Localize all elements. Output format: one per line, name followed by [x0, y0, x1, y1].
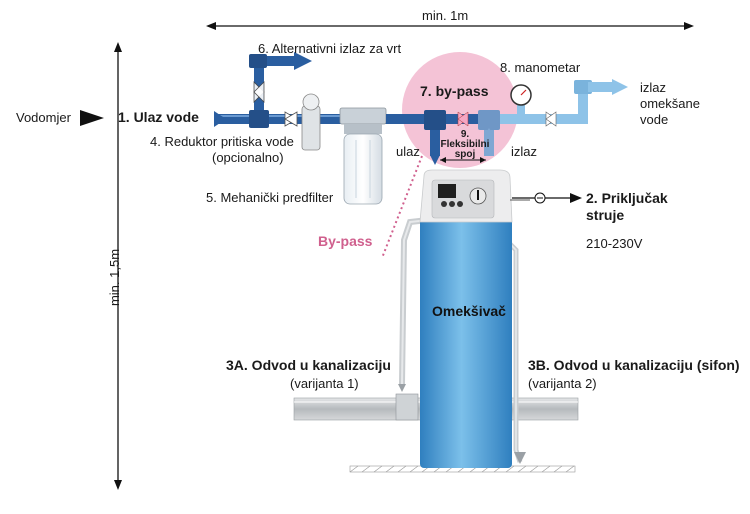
voltage-label: 210-230V [586, 236, 643, 251]
drain-3b-label: 3B. Odvod u kanalizaciju (sifon) [528, 357, 740, 373]
tee-fitting [249, 110, 269, 128]
mechanical-prefilter [339, 107, 387, 205]
drain-3a-variant: (varijanta 1) [290, 376, 359, 391]
softener-tank [419, 169, 530, 468]
manometer-label: 8. manometar [500, 60, 581, 75]
bypass-pink-label: By-pass [318, 233, 373, 249]
bypass-dotted-line [381, 155, 423, 259]
softener-outlet-label: izlaz [511, 144, 538, 159]
dimension-1-5m [114, 42, 122, 490]
flex-label-2: spoj [454, 149, 476, 160]
dimension-1m [206, 22, 694, 30]
soft-water-outlet-pipe [530, 79, 628, 127]
flex-label-1: Fleksibilni [440, 139, 490, 150]
garden-outlet-label: 6. Alternativni izlaz za vrt [258, 41, 402, 56]
inlet-pipe [214, 111, 434, 127]
power-label-1: 2. Priključak [586, 190, 668, 206]
pressure-reducer [284, 93, 321, 151]
reducer-label: 4. Reduktor pritiska vode [150, 134, 294, 149]
drain-hose-3a [395, 217, 429, 421]
manometer [510, 84, 532, 116]
power-connection [512, 192, 582, 204]
softener-label: Omekšivač [432, 303, 506, 319]
drain-3a-label: 3A. Odvod u kanalizaciju [226, 357, 391, 373]
prefilter-label: 5. Mehanički predfilter [206, 190, 334, 205]
power-label-2: struje [586, 207, 625, 223]
soft-water-outlet-label-1: izlaz [640, 80, 667, 95]
softener-inlet-label: ulaz [396, 144, 420, 159]
inlet-label: 1. Ulaz vode [118, 109, 199, 125]
soft-water-outlet-label-3: vode [640, 112, 669, 127]
soft-water-outlet-label-2: omekšane [640, 96, 700, 111]
min-1-5m-label: min. 1,5m [107, 248, 123, 307]
flex-number: 9. [460, 129, 470, 140]
garden-outlet-pipe [249, 52, 312, 118]
drain-3b-variant: (varijanta 2) [528, 376, 597, 391]
vodomjer-label: Vodomjer [16, 110, 71, 125]
bypass-title: 7. by-pass [420, 83, 489, 99]
min-1m-label: min. 1m [422, 8, 469, 23]
bypass-valve-assembly [424, 110, 530, 165]
vodomjer-arrow-icon [80, 110, 104, 126]
reducer-optional-label: (opcionalno) [212, 150, 284, 165]
pipe-to-bypass [386, 114, 436, 124]
